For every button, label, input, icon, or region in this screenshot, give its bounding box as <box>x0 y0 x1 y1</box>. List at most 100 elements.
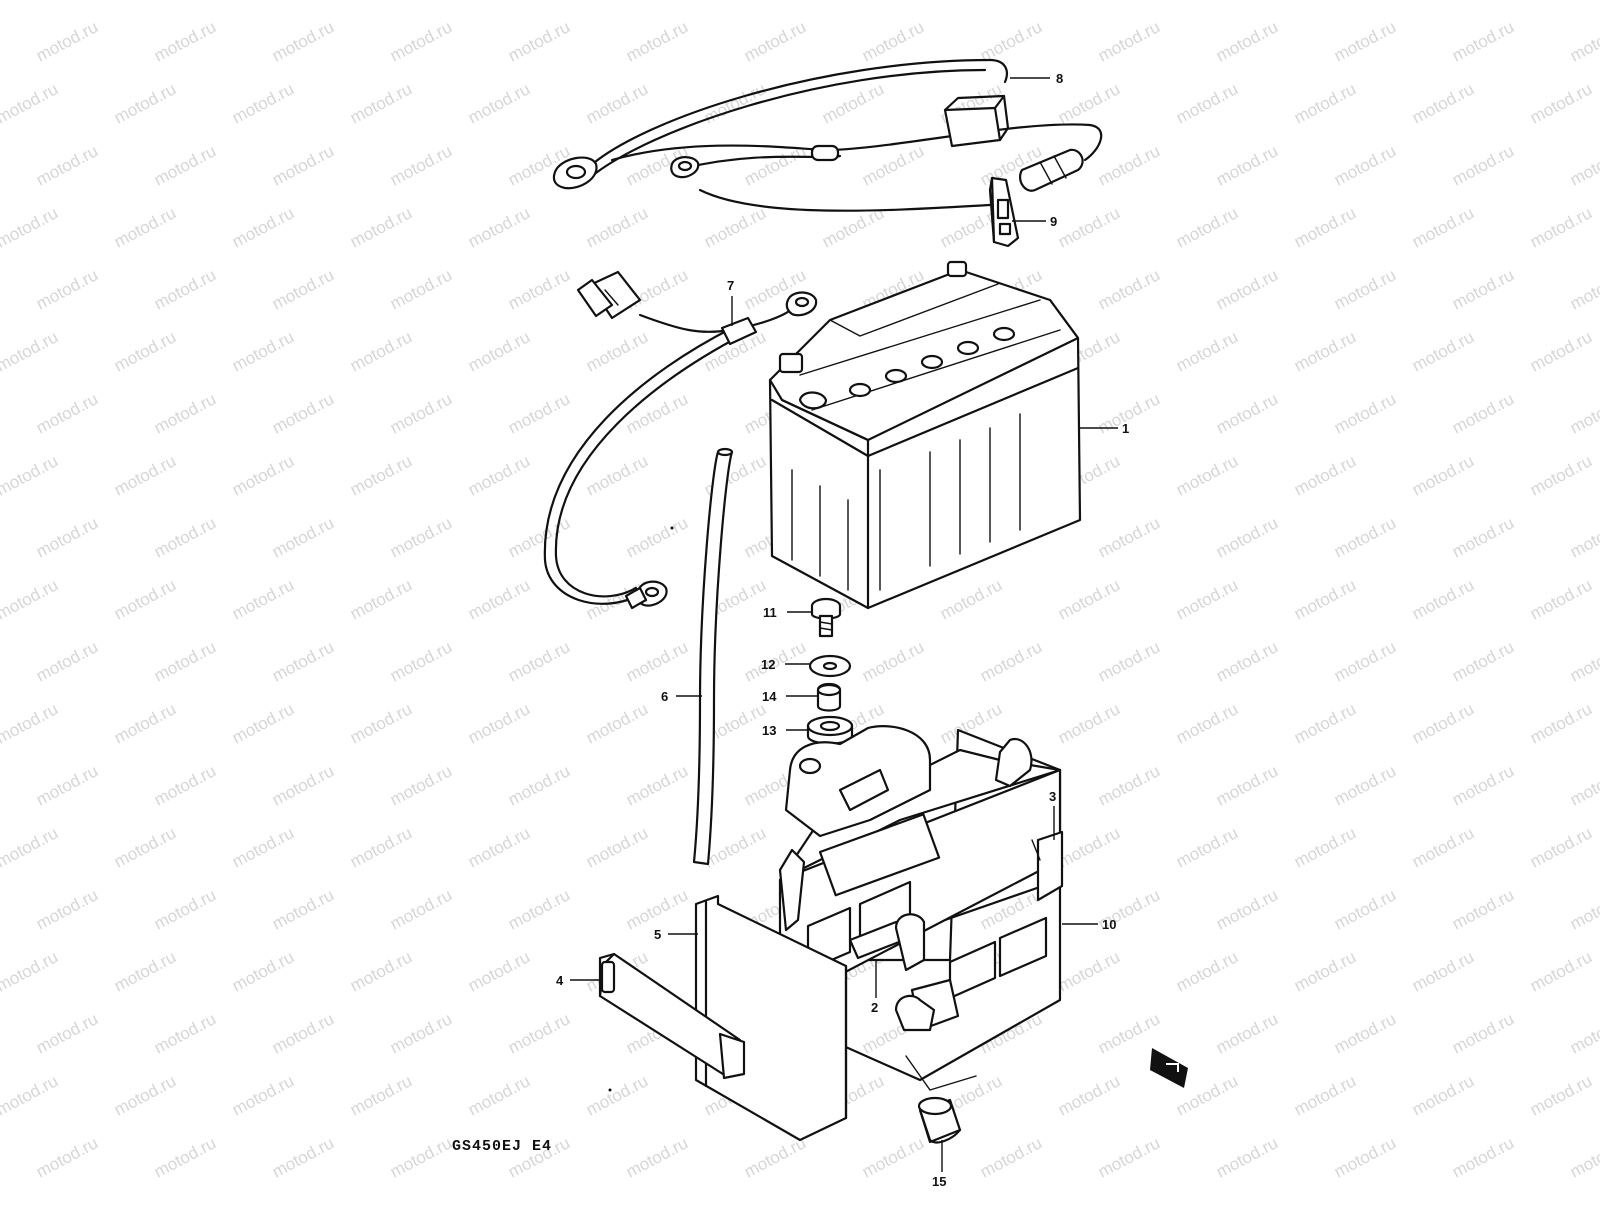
watermark-text: motod.ru <box>151 17 219 65</box>
watermark-text: motod.ru <box>1449 1009 1517 1057</box>
watermark-text: motod.ru <box>1055 823 1123 871</box>
watermark-text: motod.ru <box>583 1195 651 1200</box>
watermark-text: motod.ru <box>347 575 415 623</box>
watermark-text: motod.ru <box>151 885 219 933</box>
watermark-text: motod.ru <box>819 0 887 4</box>
watermark-text: motod.ru <box>0 575 61 623</box>
watermark-text: motod.ru <box>387 1133 455 1181</box>
watermark-text: motod.ru <box>1095 141 1163 189</box>
watermark-text: motod.ru <box>269 637 337 685</box>
watermark-text: motod.ru <box>33 1009 101 1057</box>
watermark-text: motod.ru <box>1055 79 1123 127</box>
watermark-text: motod.ru <box>1567 885 1600 933</box>
watermark-text: motod.ru <box>465 1195 533 1200</box>
callout-11: 11 <box>763 605 777 620</box>
watermark-text: motod.ru <box>229 1195 297 1200</box>
watermark-text: motod.ru <box>33 17 101 65</box>
watermark-text: motod.ru <box>1213 885 1281 933</box>
watermark-text: motod.ru <box>1527 203 1595 251</box>
watermark-text: motod.ru <box>33 761 101 809</box>
watermark-text: motod.ru <box>937 0 1005 4</box>
watermark-text: motod.ru <box>505 265 573 313</box>
watermark-text: motod.ru <box>0 699 61 747</box>
watermark-text: motod.ru <box>1449 761 1517 809</box>
watermark-text: motod.ru <box>347 1071 415 1119</box>
watermark-text: motod.ru <box>151 637 219 685</box>
watermark-text: motod.ru <box>1527 699 1595 747</box>
watermark-text: motod.ru <box>1409 699 1477 747</box>
watermark-text: motod.ru <box>387 389 455 437</box>
watermark-text: motod.ru <box>1173 947 1241 995</box>
watermark-text: motod.ru <box>1213 1009 1281 1057</box>
watermark-text: motod.ru <box>1567 761 1600 809</box>
watermark-text: motod.ru <box>1409 1195 1477 1200</box>
watermark-text: motod.ru <box>387 637 455 685</box>
watermark-text: motod.ru <box>1095 265 1163 313</box>
breather-hose-drawing <box>692 447 734 866</box>
watermark-text: motod.ru <box>1213 637 1281 685</box>
negative-cable-drawing <box>543 270 818 610</box>
watermark-text: motod.ru <box>269 389 337 437</box>
watermark-text: motod.ru <box>151 761 219 809</box>
watermark-text: motod.ru <box>505 761 573 809</box>
watermark-text: motod.ru <box>269 761 337 809</box>
watermark-text: motod.ru <box>1567 389 1600 437</box>
watermark-text: motod.ru <box>1527 0 1595 4</box>
watermark-text: motod.ru <box>505 885 573 933</box>
watermark-text: motod.ru <box>465 575 533 623</box>
callout-5: 5 <box>654 927 661 942</box>
watermark-text: motod.ru <box>229 79 297 127</box>
watermark-text: motod.ru <box>1449 885 1517 933</box>
watermark-text: motod.ru <box>1567 637 1600 685</box>
watermark-text: motod.ru <box>465 699 533 747</box>
watermark-text: motod.ru <box>1055 575 1123 623</box>
watermark-text: motod.ru <box>1055 203 1123 251</box>
watermark-text: motod.ru <box>387 17 455 65</box>
watermark-text: motod.ru <box>0 79 61 127</box>
watermark-text: motod.ru <box>151 1009 219 1057</box>
watermark-text: motod.ru <box>937 575 1005 623</box>
watermark-text: motod.ru <box>347 451 415 499</box>
watermark-text: motod.ru <box>465 203 533 251</box>
watermark-text: motod.ru <box>1449 265 1517 313</box>
watermark-text: motod.ru <box>151 389 219 437</box>
watermark-text: motod.ru <box>1173 575 1241 623</box>
watermark-text: motod.ru <box>0 327 61 375</box>
watermark-text: motod.ru <box>387 513 455 561</box>
watermark-text: motod.ru <box>583 451 651 499</box>
watermark-text: motod.ru <box>1527 575 1595 623</box>
watermark-text: motod.ru <box>465 1071 533 1119</box>
watermark-text: motod.ru <box>623 513 691 561</box>
watermark-text: motod.ru <box>1331 17 1399 65</box>
watermark-text: motod.ru <box>505 513 573 561</box>
watermark-text: motod.ru <box>583 0 651 4</box>
watermark-text: motod.ru <box>1331 761 1399 809</box>
callout-3: 3 <box>1049 789 1056 804</box>
watermark-text: motod.ru <box>623 637 691 685</box>
watermark-text: motod.ru <box>623 265 691 313</box>
watermark-text: motod.ru <box>33 513 101 561</box>
watermark-text: motod.ru <box>0 1195 61 1200</box>
watermark-text: motod.ru <box>347 947 415 995</box>
fuse-holder-bracket-drawing <box>988 176 1020 248</box>
watermark-text: motod.ru <box>859 141 927 189</box>
watermark-text: motod.ru <box>0 823 61 871</box>
watermark-text: motod.ru <box>465 0 533 4</box>
front-direction-icon <box>1150 1048 1188 1088</box>
watermark-text: motod.ru <box>1173 451 1241 499</box>
watermark-text: motod.ru <box>583 327 651 375</box>
watermark-text: motod.ru <box>1291 947 1359 995</box>
watermark-text: motod.ru <box>229 1071 297 1119</box>
watermark-text: motod.ru <box>111 327 179 375</box>
watermark-text: motod.ru <box>1527 451 1595 499</box>
watermark-text: motod.ru <box>387 141 455 189</box>
watermark-text: motod.ru <box>33 141 101 189</box>
watermark-text: motod.ru <box>465 451 533 499</box>
watermark-text: motod.ru <box>111 1195 179 1200</box>
watermark-text: motod.ru <box>1173 1195 1241 1200</box>
watermark-text: motod.ru <box>269 141 337 189</box>
watermark-text: motod.ru <box>347 0 415 4</box>
watermark-text: motod.ru <box>1055 699 1123 747</box>
watermark-text: motod.ru <box>1173 203 1241 251</box>
